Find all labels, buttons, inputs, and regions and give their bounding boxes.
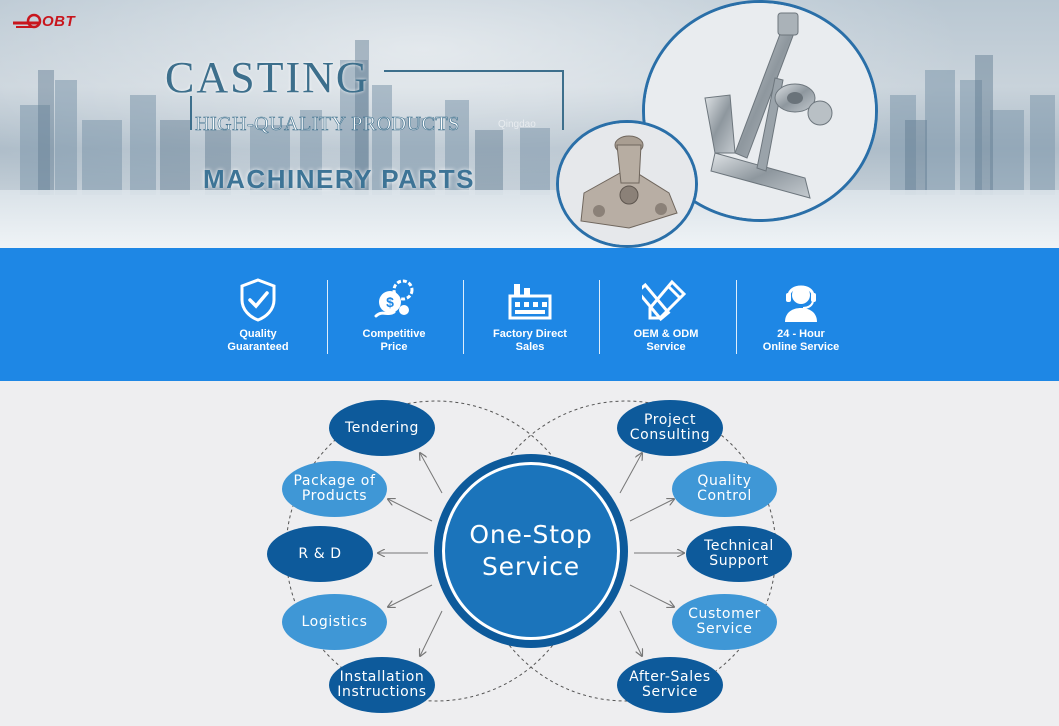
feature-quality-guaranteed[interactable]: Quality Guaranteed — [190, 276, 326, 356]
bubble-package-of-products[interactable]: Package of Products — [282, 461, 387, 517]
product-photo-large — [642, 0, 878, 222]
bubble-installation-instructions[interactable]: Installation Instructions — [329, 657, 435, 713]
product-photo-small — [556, 120, 698, 248]
title-frame-left — [190, 96, 192, 130]
bubble-r-and-d[interactable]: R & D — [267, 526, 373, 582]
city-skyline-background — [20, 40, 1055, 195]
factory-icon — [508, 284, 552, 320]
hero-banner: OBT CASTING HIGH-QUALITY PRODUCTS Qingda… — [0, 0, 1059, 248]
bubble-logistics[interactable]: Logistics — [282, 594, 387, 650]
feature-label: Competitive Price — [362, 328, 426, 353]
cast-fitting-image — [559, 123, 695, 245]
feature-divider — [736, 280, 737, 354]
feature-divider — [463, 280, 464, 354]
ruler-pencil-icon — [642, 279, 687, 322]
shield-check-icon — [240, 278, 276, 322]
waterfront — [0, 190, 1059, 248]
feature-label: Factory Direct Sales — [493, 328, 567, 353]
feature-label: OEM & ODM Service — [633, 328, 699, 353]
feature-competitive-price[interactable]: $ Competitive Price — [326, 276, 462, 356]
feature-label: 24 - Hour Online Service — [762, 328, 840, 353]
dollar-gears-icon: $ — [374, 279, 414, 318]
title-frame-top — [384, 70, 564, 72]
hero-tagline: MACHINERY PARTS — [203, 164, 475, 194]
bubble-quality-control[interactable]: Quality Control — [672, 461, 777, 517]
title-frame-right — [562, 70, 564, 130]
bubble-technical-support[interactable]: Technical Support — [686, 526, 792, 582]
feature-24-hour-online-service[interactable]: 24 - Hour Online Service — [733, 276, 869, 356]
feature-divider — [599, 280, 600, 354]
watermark-text: Qingdao — [498, 119, 536, 130]
brand-logo[interactable]: OBT — [12, 13, 98, 31]
bubble-tendering[interactable]: Tendering — [329, 400, 435, 456]
feature-divider — [327, 280, 328, 354]
feature-label: Quality Guaranteed — [227, 328, 289, 353]
bubble-project-consulting[interactable]: Project Consulting — [617, 400, 723, 456]
features-bar: Quality Guaranteed $ Competitive Price F… — [0, 248, 1059, 381]
center-hub-label: One-Stop Service — [442, 462, 620, 640]
logo-text: OBT — [42, 13, 76, 30]
svg-text:$: $ — [386, 294, 394, 310]
bubble-after-sales-service[interactable]: After-Sales Service — [617, 657, 723, 713]
hero-title: CASTING — [165, 53, 370, 102]
feature-factory-direct-sales[interactable]: Factory Direct Sales — [462, 276, 598, 356]
feature-oem-odm-service[interactable]: OEM & ODM Service — [598, 276, 734, 356]
hero-subtitle: HIGH-QUALITY PRODUCTS — [195, 113, 460, 136]
bubble-customer-service[interactable]: Customer Service — [672, 594, 777, 650]
one-stop-service-diagram: One-Stop Service Tendering Package of Pr… — [0, 381, 1059, 726]
headset-agent-icon — [785, 285, 817, 322]
logo-mark-icon — [13, 13, 42, 29]
